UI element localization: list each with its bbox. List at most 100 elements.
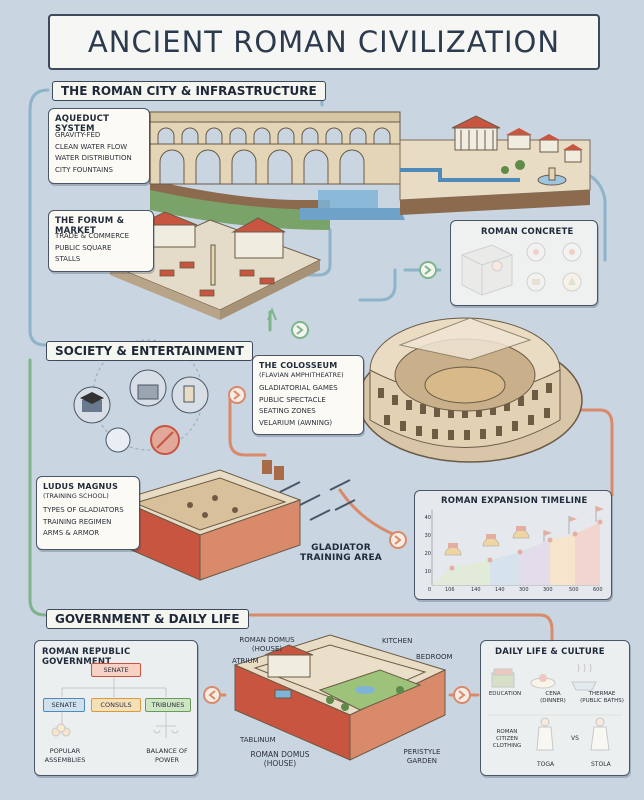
flow-line-colosseum — [228, 393, 267, 457]
timeline-x-tick: 500 — [569, 587, 579, 593]
concrete-title: ROMAN CONCRETE — [481, 227, 574, 237]
gladiator-caption-line2: TRAINING AREA — [300, 553, 382, 563]
senate-box-top: SENATE — [91, 663, 141, 677]
gladiator-caption: GLADIATOR TRAINING AREA — [296, 543, 386, 563]
domus-bottom-line2: (HOUSE) — [263, 759, 297, 768]
daily-life-panel: DAILY LIFE & CULTURE EDUCATION CENA (DIN… — [480, 640, 630, 776]
page-title: ANCIENT ROMAN CIVILIZATION — [87, 25, 561, 59]
peristyle-label: PERISTYLE GARDEN — [394, 748, 450, 766]
flow-line-ludus — [338, 488, 397, 537]
daily-life-title: DAILY LIFE & CULTURE — [495, 647, 605, 657]
timeline-x-tick: 140 — [495, 587, 505, 593]
forum-item: PUBLIC SQUARE — [55, 243, 112, 252]
peristyle-line2: GARDEN — [406, 757, 438, 765]
tablinum-label: TABLINUM — [240, 736, 276, 744]
aqueduct-item: CITY FOUNTAINS — [55, 165, 113, 174]
republic-panel: ROMAN REPUBLIC GOVERNMENT SENATE SENATE … — [34, 640, 198, 776]
flow-line-right — [558, 408, 614, 497]
aqueduct-illustration — [149, 111, 405, 230]
timeline-x-tick: 600 — [593, 587, 603, 593]
colosseum-item: VELARIUM (AWNING) — [259, 418, 333, 427]
colosseum-subtitle: (FLAVIAN AMPHITHEATRE) — [259, 371, 344, 379]
gladiator-caption-line1: GLADIATOR — [311, 543, 371, 553]
domus-top-label: ROMAN DOMUS (HOUSE) — [230, 636, 304, 654]
domus-top-line1: ROMAN DOMUS — [239, 636, 295, 644]
section-society-header: SOCIETY & ENTERTAINMENT — [46, 341, 253, 361]
clothing-line1: ROMAN — [496, 729, 518, 735]
colosseum-panel: THE COLOSSEUM (FLAVIAN AMPHITHEATRE) GLA… — [252, 355, 364, 435]
flow-line-left-mid — [28, 358, 47, 617]
thermae-line1: THERMAE — [588, 691, 616, 697]
colosseum-item: PUBLIC SPECTACLE — [259, 395, 326, 404]
timeline-y-tick: 10 — [424, 569, 431, 575]
cena-line2: (DINNER) — [540, 698, 566, 704]
toga-label: TOGA — [537, 761, 555, 768]
forum-item: TRADE & COMMERCE — [55, 232, 130, 240]
balance-line1: BALANCE OF — [146, 747, 188, 755]
stola-label: STOLA — [591, 761, 611, 768]
flow-line-aqueduct-down — [298, 228, 332, 277]
balance-line2: POWER — [154, 756, 180, 764]
ludus-panel: LUDUS MAGNUS (TRAINING SCHOOL) TYPES OF … — [36, 476, 140, 550]
senate-box: SENATE — [43, 698, 85, 712]
timeline-y-tick: 40 — [424, 515, 431, 521]
timeline-y-tick: 0 — [427, 587, 431, 593]
domus-bottom-label: ROMAN DOMUS (HOUSE) — [244, 750, 316, 768]
ludus-title: LUDUS MAGNUS — [43, 482, 119, 491]
section-government-header: GOVERNMENT & DAILY LIFE — [46, 609, 249, 629]
domus-bottom-line1: ROMAN DOMUS — [250, 750, 310, 759]
bedroom-label: BEDROOM — [416, 653, 453, 661]
colosseum-illustration — [357, 317, 583, 463]
concrete-panel: ROMAN CONCRETE — [450, 220, 598, 306]
colosseum-item: GLADIATORIAL GAMES — [259, 384, 338, 392]
atrium-label: ATRIUM — [232, 657, 259, 665]
timeline-y-tick: 30 — [424, 533, 431, 539]
popular-assemblies-label: POPULAR ASSEMBLIES — [37, 747, 93, 765]
ludus-illustration — [118, 460, 356, 581]
domus-top-line2: (HOUSE) — [251, 645, 283, 653]
society-icons — [73, 339, 209, 455]
section-city-header: THE ROMAN CITY & INFRASTRUCTURE — [52, 81, 326, 101]
city-illustration — [399, 115, 591, 215]
aqueduct-item: CLEAN WATER FLOW — [55, 142, 128, 151]
flow-line-gov — [230, 613, 554, 642]
aqueduct-item: GRAVITY-FED — [55, 131, 101, 139]
clothing-line3: CLOTHING — [492, 743, 522, 749]
balance-of-power-label: BALANCE OF POWER — [139, 747, 195, 765]
title-banner: ANCIENT ROMAN CIVILIZATION — [48, 14, 600, 70]
timeline-title: ROMAN EXPANSION TIMELINE — [441, 496, 588, 506]
thermae-label: THERMAE (PUBLIC BATHS) — [577, 691, 627, 705]
ludus-item: TYPES OF GLADIATORS — [43, 506, 124, 514]
forum-title: THE FORUM & MARKET — [55, 216, 125, 236]
republic-title: ROMAN REPUBLIC GOVERNMENT — [42, 647, 131, 667]
aqueduct-title: AQUEDUCT SYSTEM — [55, 114, 110, 134]
aqueduct-item: WATER DISTRIBUTION — [55, 154, 132, 162]
kitchen-label: KITCHEN — [382, 637, 413, 645]
timeline-x-tick: 300 — [543, 587, 553, 593]
ludus-item: ARMS & ARMOR — [43, 529, 100, 537]
aqueduct-panel: AQUEDUCT SYSTEM GRAVITY-FED CLEAN WATER … — [48, 108, 150, 184]
domus-illustration — [233, 634, 447, 761]
timeline-panel: ROMAN EXPANSION TIMELINE 40 30 20 10 0 1… — [414, 490, 612, 600]
cena-label: CENA (DINNER) — [531, 691, 575, 705]
flow-line-left-top — [28, 88, 50, 347]
tribunes-box: TRIBUNES — [145, 698, 191, 712]
education-label: EDUCATION — [488, 691, 522, 697]
vs-label: VS — [571, 735, 579, 742]
forum-item: STALLS — [55, 255, 81, 263]
colosseum-title: THE COLOSSEUM — [259, 361, 338, 370]
popular-assemblies-line2: ASSEMBLIES — [44, 756, 86, 764]
timeline-x-tick: 140 — [471, 587, 481, 593]
clothing-label: ROMAN CITIZEN CLOTHING — [485, 729, 529, 750]
consuls-box: CONSULS — [91, 698, 141, 712]
ludus-item: TRAINING REGIMEN — [43, 517, 112, 526]
colosseum-item: SEATING ZONES — [259, 407, 316, 415]
peristyle-line1: PERISTYLE — [403, 748, 441, 756]
popular-assemblies-line1: POPULAR — [49, 747, 81, 755]
clothing-line2: CITIZEN — [496, 736, 518, 742]
timeline-x-tick: 300 — [519, 587, 529, 593]
forum-panel: THE FORUM & MARKET TRADE & COMMERCE PUBL… — [48, 210, 154, 272]
ludus-subtitle: (TRAINING SCHOOL) — [43, 492, 109, 500]
timeline-y-tick: 20 — [424, 551, 431, 557]
cena-line1: CENA — [545, 691, 561, 697]
